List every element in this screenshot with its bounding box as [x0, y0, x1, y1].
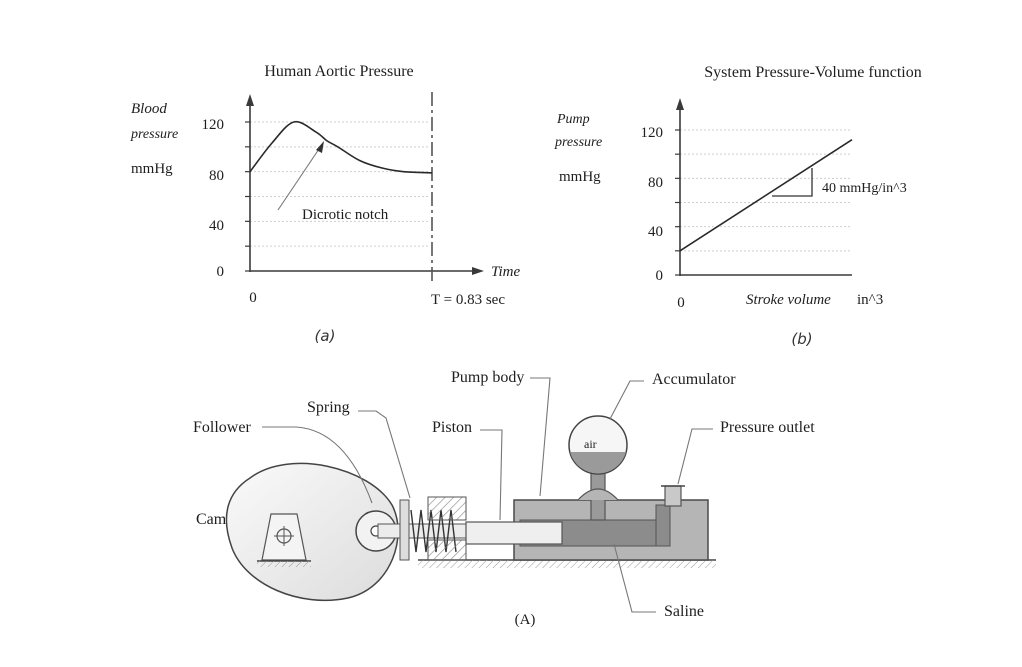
accumulator-leader	[609, 380, 644, 420]
spring-leader	[358, 410, 411, 499]
chart-a-period-label: T = 0.83 sec	[431, 292, 505, 308]
follower-label: Follower	[193, 419, 251, 436]
chart-b-x-origin: 0	[677, 295, 685, 311]
chart-a-notch-arrowhead	[316, 141, 324, 153]
chart-b-slope-triangle	[772, 168, 813, 197]
spring-label: Spring	[307, 399, 350, 416]
chart-a-x-arrow	[472, 267, 484, 275]
chart-a-caption: (a)	[315, 327, 336, 345]
saline-label: Saline	[664, 603, 704, 620]
chart-a-y-ticks	[245, 121, 250, 272]
pump-diagram: Cam air Follower Spr	[193, 369, 815, 628]
accumulator-air-label: air	[584, 437, 597, 451]
chart-b-ytick-80: 80	[648, 175, 663, 191]
chart-a-notch-annotation: Dicrotic notch	[302, 207, 389, 223]
chart-a-ytick-0: 0	[217, 264, 225, 280]
bushing-bottom	[427, 539, 467, 561]
saline-leader	[613, 543, 656, 613]
chart-a-title: Human Aortic Pressure	[264, 63, 413, 80]
ground-hatch	[418, 560, 716, 568]
accumulator-saline-fill	[570, 452, 626, 474]
chart-b-y-arrow	[676, 98, 684, 110]
pump-diagram-caption: (A)	[515, 612, 536, 628]
chart-a-x-origin: 0	[249, 290, 257, 306]
chart-a-ytick-40: 40	[209, 218, 224, 234]
chart-a-ytick-80: 80	[209, 168, 224, 184]
bushing-top	[427, 496, 467, 521]
chart-b-gridlines	[680, 129, 850, 252]
chart-b-ylabel-line1: Pump	[556, 112, 590, 127]
chart-a-notch-leader	[277, 145, 322, 211]
outlet-channel	[655, 504, 671, 547]
pump-body-leader	[530, 377, 551, 497]
piston-label: Piston	[432, 419, 472, 436]
chart-a-pressure-curve	[249, 120, 433, 174]
pressure-outlet-leader	[677, 428, 713, 485]
chart-a-ylabel-line1: Blood	[131, 101, 167, 117]
chart-b-ytick-120: 120	[641, 125, 664, 141]
chart-b-y-ticks	[675, 129, 680, 276]
chart-aortic-pressure: Human Aortic Pressure Blood pressure mmH…	[130, 63, 521, 345]
chart-b-ytick-40: 40	[648, 224, 663, 240]
accumulator-label: Accumulator	[652, 371, 736, 388]
chart-b-ytick-0: 0	[656, 268, 664, 284]
chart-a-ytick-120: 120	[202, 117, 225, 133]
pump-body-label: Pump body	[451, 369, 524, 386]
chart-b-pressure-line	[679, 138, 853, 252]
chart-b-slope-label: 40 mmHg/in^3	[822, 181, 907, 196]
spring-coil	[399, 499, 457, 561]
chart-b-xunit: in^3	[857, 292, 883, 308]
chart-b-title: System Pressure-Volume function	[704, 64, 921, 81]
cam-mount	[257, 513, 311, 567]
piston-leader	[480, 429, 503, 521]
chart-b-yunit: mmHg	[559, 169, 601, 185]
chart-a-yunit: mmHg	[131, 161, 173, 177]
accumulator-base	[577, 488, 619, 501]
chart-a-y-arrow	[246, 94, 254, 106]
chart-a-gridlines	[250, 121, 430, 247]
follower-leader	[262, 426, 373, 504]
chart-a-xlabel: Time	[491, 264, 521, 280]
chart-pressure-volume: System Pressure-Volume function Pump pre…	[554, 64, 922, 348]
chart-b-xlabel: Stroke volume	[746, 292, 831, 308]
pressure-outlet-label: Pressure outlet	[720, 419, 815, 436]
piston	[465, 521, 563, 545]
cam-label: Cam	[196, 511, 227, 528]
pressure-outlet-pipe	[664, 485, 682, 507]
chart-b-caption: (b)	[791, 330, 812, 348]
chart-b-ylabel-line2: pressure	[554, 135, 602, 150]
chart-a-ylabel-line2: pressure	[130, 127, 178, 142]
